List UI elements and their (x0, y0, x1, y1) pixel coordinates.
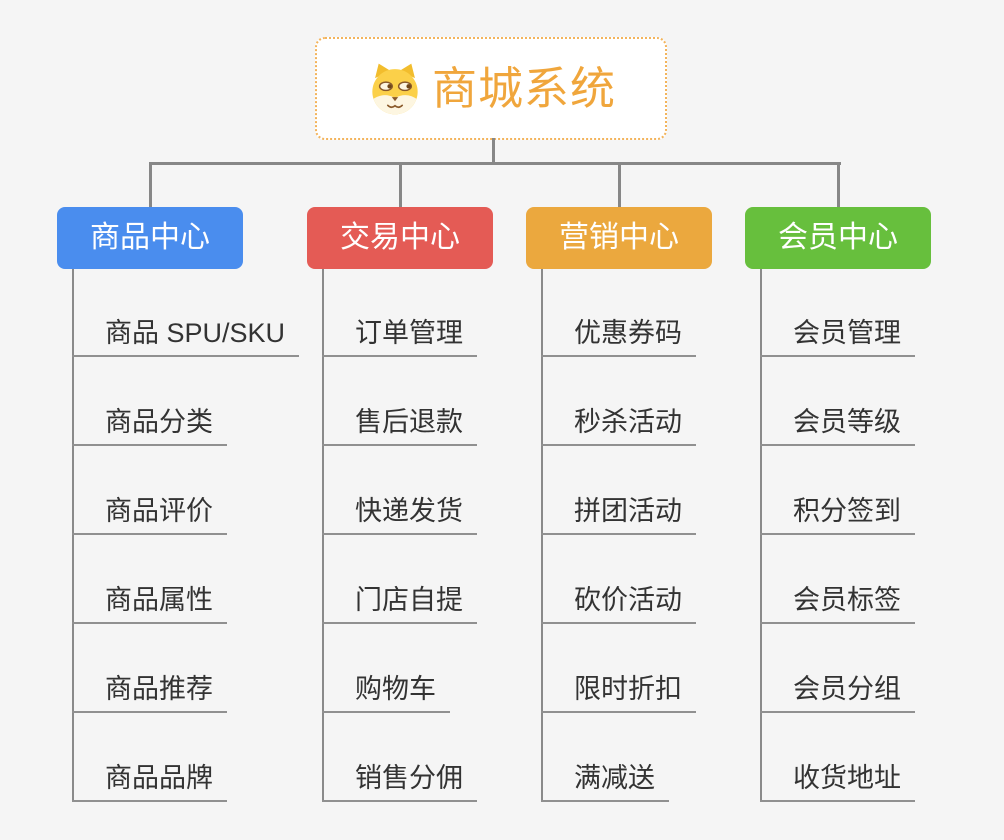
leaf-node[interactable]: 砍价活动 (541, 578, 696, 624)
leaf-node[interactable]: 限时折扣 (541, 667, 696, 713)
root-node[interactable]: 商城系统 (315, 37, 667, 140)
dog-face-icon (372, 63, 418, 114)
leaf-node[interactable]: 会员分组 (760, 667, 915, 713)
leaf-node[interactable]: 订单管理 (322, 311, 477, 357)
leaf-node[interactable]: 门店自提 (322, 578, 477, 624)
connector-root-drop (492, 138, 495, 164)
leaf-node[interactable]: 售后退款 (322, 400, 477, 446)
connector-drop-member-center (836, 164, 840, 208)
connector-drop-marketing-center (617, 164, 621, 208)
leaf-node[interactable]: 购物车 (322, 667, 450, 713)
leaf-node[interactable]: 商品 SPU/SKU (72, 311, 300, 357)
leaf-node[interactable]: 积分签到 (760, 489, 915, 535)
leaf-node[interactable]: 商品分类 (72, 400, 227, 446)
leaf-node[interactable]: 商品属性 (72, 578, 227, 624)
connector-drop-trade-center (398, 164, 402, 208)
leaf-node[interactable]: 拼团活动 (541, 489, 696, 535)
leaf-node[interactable]: 会员管理 (760, 311, 915, 357)
leaf-node[interactable]: 快递发货 (322, 489, 477, 535)
branch-node-member-center[interactable]: 会员中心 (745, 207, 931, 269)
connector-vline-marketing-center (541, 269, 543, 802)
leaf-node[interactable]: 商品品牌 (72, 756, 227, 802)
leaf-node[interactable]: 会员标签 (760, 578, 915, 624)
leaf-node[interactable]: 收货地址 (760, 756, 915, 802)
branch-node-marketing-center[interactable]: 营销中心 (526, 207, 712, 269)
leaf-node[interactable]: 商品推荐 (72, 667, 227, 713)
branch-node-product-center[interactable]: 商品中心 (57, 207, 243, 269)
branch-node-trade-center[interactable]: 交易中心 (307, 207, 493, 269)
leaf-node[interactable]: 秒杀活动 (541, 400, 696, 446)
leaf-node[interactable]: 商品评价 (72, 489, 227, 535)
leaf-node[interactable]: 销售分佣 (322, 756, 477, 802)
connector-drop-product-center (148, 164, 152, 208)
connector-vline-trade-center (322, 269, 324, 802)
leaf-node[interactable]: 会员等级 (760, 400, 915, 446)
connector-vline-product-center (72, 269, 74, 802)
leaf-node[interactable]: 优惠券码 (541, 311, 696, 357)
leaf-node[interactable]: 满减送 (541, 756, 669, 802)
connector-horizontal-trunk (149, 162, 841, 165)
root-title: 商城系统 (431, 63, 616, 114)
connector-vline-member-center (760, 269, 762, 802)
